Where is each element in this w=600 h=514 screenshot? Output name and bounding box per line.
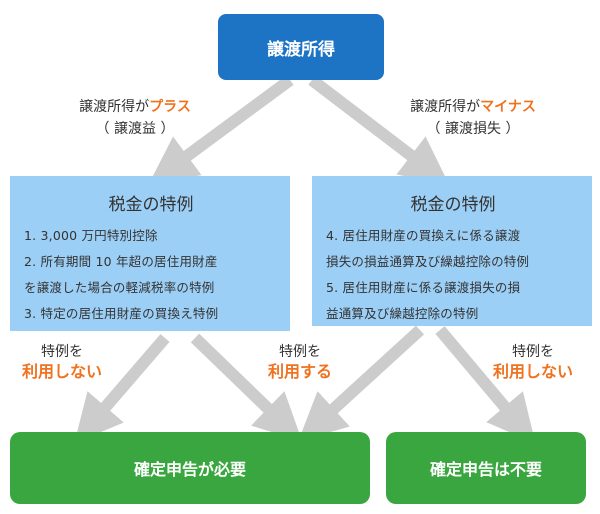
- label-right-not-use: 特例を 利用しない: [478, 342, 588, 382]
- right-box-item: 4. 居住用財産の買換えに係る譲渡: [326, 228, 521, 243]
- result-filing-required-label: 確定申告が必要: [133, 460, 246, 479]
- arrow-top-to-left: [148, 75, 294, 185]
- label-left-not-use: 特例を 利用しない: [12, 342, 112, 382]
- left-branch-sub: （ 譲渡益 ）: [95, 121, 175, 137]
- label-right-not-use-line1: 特例を: [512, 344, 554, 360]
- right-branch-prefix: 譲渡所得が: [410, 99, 481, 115]
- left-box-item: 2. 所有期間 10 年超の居住用財産: [24, 254, 218, 269]
- right-box-item: 損失の損益通算及び繰越控除の特例: [326, 254, 530, 269]
- right-branch-sub: （ 譲渡損失 ）: [426, 121, 520, 137]
- top-box-transfer-income: 譲渡所得: [218, 14, 384, 80]
- label-right-not-use-line2: 利用しない: [492, 362, 573, 381]
- arrow-right-to-left-result: [298, 325, 425, 442]
- right-special-rules-box: 税金の特例 4. 居住用財産の買換えに係る譲渡 損失の損益通算及び繰越控除の特例…: [312, 176, 592, 326]
- label-left-not-use-line2: 利用しない: [21, 362, 102, 381]
- left-special-rules-box: 税金の特例 1. 3,000 万円特別控除 2. 所有期間 10 年超の居住用財…: [10, 176, 290, 331]
- label-left-use-line1: 特例を: [279, 344, 321, 360]
- right-branch-label: 譲渡所得がマイナス （ 譲渡損失 ）: [378, 96, 568, 140]
- result-filing-required: 確定申告が必要: [10, 432, 370, 504]
- arrow-left-use: [190, 333, 303, 442]
- left-box-title: 税金の特例: [108, 195, 194, 215]
- left-box-item: を譲渡した場合の軽減税率の特例: [24, 280, 215, 295]
- arrow-top-to-right: [308, 75, 450, 185]
- top-box-label: 譲渡所得: [267, 39, 335, 60]
- right-box-item: 5. 居住用財産に係る譲渡損失の損: [326, 280, 521, 295]
- left-box-item: 3. 特定の居住用財産の買換え特例: [24, 306, 219, 321]
- right-branch-highlight: マイナス: [480, 99, 536, 115]
- arrow-left-not-use: [74, 334, 170, 444]
- left-branch-label: 譲渡所得がプラス （ 譲渡益 ）: [50, 96, 220, 140]
- result-filing-not-required-label: 確定申告は不要: [429, 460, 542, 479]
- left-branch-highlight: プラス: [149, 99, 191, 115]
- arrow-right-not-use: [435, 326, 536, 444]
- right-box-item: 益通算及び繰越控除の特例: [326, 306, 479, 321]
- label-left-use-line2: 利用する: [267, 362, 332, 381]
- left-box-item: 1. 3,000 万円特別控除: [24, 228, 158, 243]
- label-left-not-use-line1: 特例を: [41, 344, 83, 360]
- left-branch-prefix: 譲渡所得が: [79, 99, 150, 115]
- label-left-use: 特例を 利用する: [250, 342, 350, 382]
- right-box-title: 税金の特例: [410, 195, 496, 215]
- result-filing-not-required: 確定申告は不要: [386, 432, 586, 504]
